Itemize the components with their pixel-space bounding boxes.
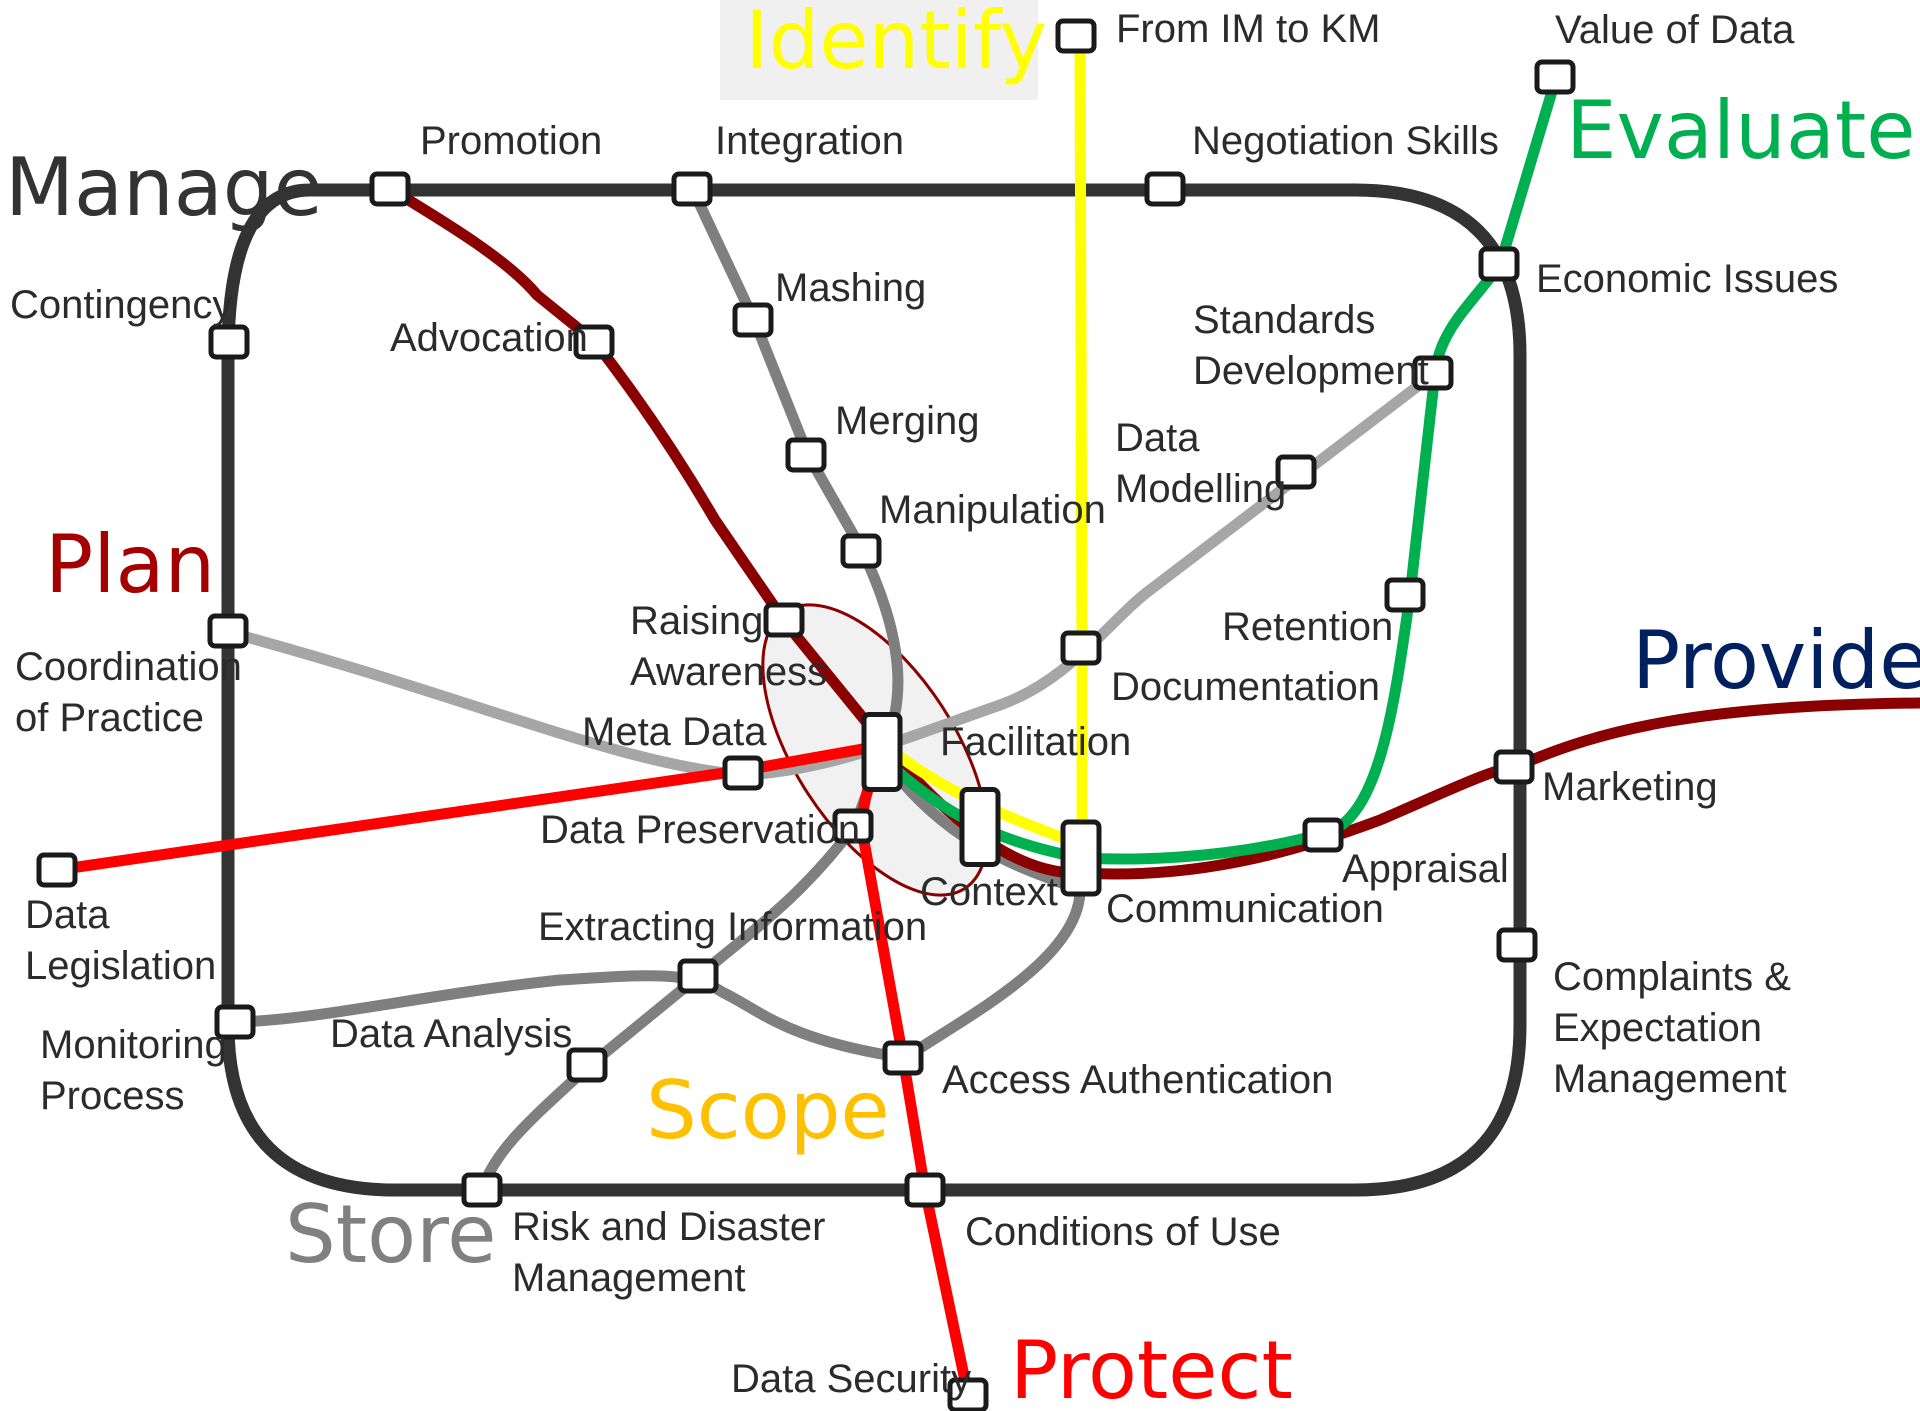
station-standards-development [1412,355,1454,391]
station-complaints [1496,927,1538,963]
station-label-risk-and-disaster: Risk and Disaster [512,1205,825,1249]
station-marketing [1493,749,1535,785]
station-integration [671,171,713,207]
station-conditions-of-use [904,1172,946,1208]
line-label-identify: Identify [745,0,1047,87]
station-access-authentication [882,1040,924,1076]
station-merging [785,437,827,473]
station-promotion [369,171,411,207]
station-risk-and-disaster [461,1172,503,1208]
station-label-facilitation: Facilitation [940,720,1131,764]
station-label-standards-development: Standards [1193,298,1375,342]
station-meta-data [722,755,764,791]
station-layer [36,18,1576,1411]
station-label-data-modelling: Data [1115,416,1200,460]
store-line [476,184,904,1196]
station-label-monitoring-process: Process [40,1074,185,1118]
station-economic-issues [1478,246,1520,282]
station-label-merging: Merging [835,399,980,443]
line-label-protect: Protect [1010,1324,1293,1411]
station-label-conditions-of-use: Conditions of Use [965,1210,1281,1254]
station-appraisal [1302,817,1344,853]
station-label-retention: Retention [1222,605,1393,649]
station-communication [1060,819,1102,897]
station-label-advocation: Advocation [390,316,588,360]
line-label-evaluate: Evaluate [1566,84,1915,177]
station-label-extracting-information: Extracting Information [538,905,927,949]
station-mashing [732,302,774,338]
station-manipulation [840,533,882,569]
station-label-mashing: Mashing [775,266,926,310]
station-label-data-legislation: Legislation [25,944,216,988]
station-label-access-authentication: Access Authentication [942,1058,1333,1102]
station-label-negotiation-skills: Negotiation Skills [1192,119,1499,163]
station-label-communication: Communication [1106,887,1384,931]
station-label-data-analysis: Data Analysis [330,1012,572,1056]
line-label-manage: Manage [5,141,323,234]
station-label-data-security: Data Security [731,1357,971,1401]
station-monitoring-process [214,1004,256,1040]
station-data-security [947,1377,989,1411]
station-data-legislation [36,852,78,888]
station-data-preservation [832,808,874,844]
station-label-raising-awareness: Raising [630,599,763,643]
station-label-complaints: Expectation [1553,1006,1762,1050]
store-station-unlabelled [566,1047,608,1083]
station-extracting-information [677,958,719,994]
station-label-marketing: Marketing [1542,765,1718,809]
station-label-data-modelling: Modelling [1115,467,1286,511]
station-label-context: Context [920,870,1058,914]
station-label-monitoring-process: Monitoring [40,1023,227,1067]
station-label-standards-development: Development [1193,349,1429,393]
station-contingency [208,324,250,360]
station-label-complaints: Complaints & [1553,955,1791,999]
station-label-documentation: Documentation [1111,665,1380,709]
station-label-raising-awareness: Awareness [630,650,827,694]
station-label-value-of-data: Value of Data [1555,8,1795,52]
station-label-from-im-to-km: From IM to KM [1116,7,1380,51]
station-label-meta-data: Meta Data [582,710,767,754]
station-label-risk-and-disaster: Management [512,1256,745,1300]
line-label-plan: Plan [45,518,215,611]
station-label-appraisal: Appraisal [1342,847,1509,891]
station-label-data-legislation: Data [25,893,110,937]
station-label-promotion: Promotion [420,119,602,163]
station-raising-awareness [763,602,805,638]
station-from-im-to-km [1055,18,1097,54]
station-context [959,787,1001,867]
station-advocation [573,324,615,360]
station-negotiation-skills [1144,171,1186,207]
station-data-modelling [1275,454,1317,490]
station-label-data-preservation: Data Preservation [540,808,860,852]
station-value-of-data [1534,59,1576,95]
station-coordination-of-practice [207,613,249,649]
line-label-scope: Scope [646,1064,890,1157]
line-label-provide: Provide [1632,614,1920,707]
station-label-complaints: Management [1553,1057,1786,1101]
line-label-store: Store [285,1188,496,1281]
station-label-contingency: Contingency [10,283,232,327]
station-label-coordination-of-practice: of Practice [15,696,204,740]
station-label-economic-issues: Economic Issues [1536,257,1838,301]
station-label-coordination-of-practice: Coordination [15,645,242,689]
station-retention [1384,577,1426,613]
station-documentation [1060,630,1102,666]
station-label-integration: Integration [715,119,904,163]
identify-label-box [720,0,1038,100]
station-facilitation [861,712,903,792]
station-label-manipulation: Manipulation [879,488,1106,532]
